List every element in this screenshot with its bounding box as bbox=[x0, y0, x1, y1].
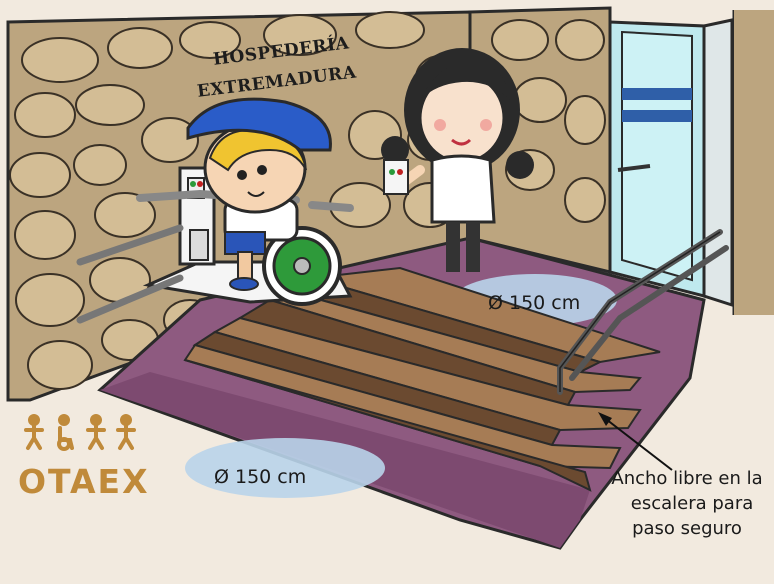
turning-circle-upper-label: Ø 150 cm bbox=[488, 292, 581, 314]
stair-note-line2: escalera para bbox=[630, 493, 754, 514]
girl-standing bbox=[381, 48, 534, 272]
otaex-logo-text: OTAEX bbox=[18, 462, 150, 501]
stair-note-line1: Ancho libre en la bbox=[611, 468, 763, 489]
turning-circle-lower bbox=[185, 438, 385, 498]
boy-in-wheelchair bbox=[186, 97, 342, 306]
stair-note-line3: paso seguro bbox=[632, 518, 742, 539]
turning-circle-lower-label: Ø 150 cm bbox=[214, 466, 307, 488]
four-people-with-wheelchair-icon bbox=[24, 414, 136, 451]
pointer-arrow bbox=[601, 415, 673, 471]
stair-lift bbox=[76, 166, 354, 324]
stairs bbox=[183, 266, 661, 492]
glass-door bbox=[608, 18, 734, 308]
